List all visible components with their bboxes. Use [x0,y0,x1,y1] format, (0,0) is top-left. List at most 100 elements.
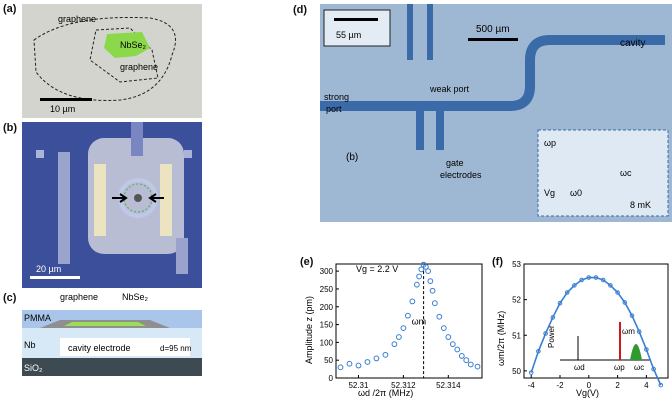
panel-c-cross-section: PMMA graphene NbSe₂ Nb cavity electrode … [22,292,202,376]
strong-port-label-2: port [326,104,342,114]
x-tick-label-f: 2 [615,381,620,390]
inset-scalebar-label: 55 µm [336,30,361,40]
panel-e: Vg = 2.2 V ωd /2π (MHz) Amplitude z (pm)… [298,256,488,401]
chart-e: Vg = 2.2 V ωd /2π (MHz) Amplitude z (pm)… [304,261,483,398]
data-point-f [636,329,642,334]
scalebar-d-label: 500 µm [476,24,510,35]
graphene-label-top: graphene [58,14,96,24]
data-point-e [458,353,465,359]
panel-label-d: (d) [293,4,308,16]
data-point-f [658,382,664,388]
plot-frame-f [523,263,669,379]
data-point-f [550,315,556,320]
data-point-e [463,357,470,364]
data-point-f [543,331,548,336]
weak-port-label: weak port [429,84,470,94]
alignment-mark-left [36,150,44,158]
data-point-e [346,360,353,367]
data-point-f [651,366,656,372]
scalebar-b [30,276,80,279]
data-point-f [629,313,635,318]
y-label-e: Amplitude z (pm) [304,296,314,364]
data-point-f [564,290,570,295]
data-point-e [400,325,407,332]
data-point-f [644,347,649,352]
strong-port-label-1: strong [324,92,349,102]
y-tick-label-f: 53 [512,260,521,269]
data-point-f [557,300,563,306]
drum-center [134,194,142,202]
data-point-e [382,351,389,358]
y-tick-label-f: 50 [512,367,521,376]
x-label-e: ωd /2π (MHz) [358,388,413,398]
data-point-e [409,298,416,305]
x-tick-label-f: 4 [644,381,649,390]
scalebar-a-label: 10 µm [50,104,75,114]
contact-pad-right [160,164,172,236]
data-point-f [579,277,584,283]
data-point-e [427,278,434,285]
data-point-e [454,346,461,353]
data-point-e [364,359,371,365]
circuit-wc-label: ωc [620,168,632,178]
panel-d: 55 µm 500 µm cavity weak port strong por… [290,0,672,225]
plot-frame-e [335,263,483,379]
sio2-layer [22,358,202,376]
data-point-e [395,334,402,340]
x-tick-label-f: -4 [528,381,536,390]
cavity-electrode-label: cavity electrode [68,343,131,353]
gate-label-2: electrodes [440,170,482,180]
y-tick-label-e: 200 [320,303,334,312]
chart-f-inset: Power ωd ωp ωc ωm [547,322,650,372]
data-point-f [586,275,592,280]
y-tick-label-e: 100 [320,338,334,347]
graphene-outline-outer [33,17,176,101]
data-point-e [467,361,474,368]
data-point-e [418,266,425,273]
contact-pad-left [94,164,106,236]
x-tick-label-e: 52.314 [436,381,461,390]
b-reference-label: (b) [346,152,358,163]
x-tick-label-f: 0 [587,381,592,390]
circuit-vg-label: Vg [544,188,555,198]
electrode-strip-right [176,238,188,274]
inset-scalebar [334,18,378,21]
x-label-f: Vg(V) [576,388,599,398]
y-tick-label-e: 300 [320,267,334,276]
panel-label-f: (f) [492,256,503,268]
nbse2-label-c: NbSe₂ [122,292,149,302]
y-tick-label-e: 0 [329,374,334,383]
data-point-e [425,268,431,275]
sio2-label: SiO₂ [24,363,43,373]
y-tick-label-e: 150 [320,321,334,330]
x-tick-label-e: 52.312 [391,381,416,390]
inset-wd-label: ωd [574,363,585,372]
circuit-w0-label: ω0 [570,188,582,198]
panel-d-device-image: 55 µm 500 µm cavity weak port strong por… [320,4,672,222]
data-point-e [337,364,344,371]
panel-label-c: (c) [3,292,17,304]
panel-label-b: (b) [3,122,18,134]
cavity-label: cavity [620,38,646,49]
data-point-e [449,341,456,348]
data-point-e [422,263,429,270]
data-point-e [440,325,447,332]
scalebar-a [40,98,92,101]
panel-label-a: (a) [3,3,17,15]
arrow-right [148,193,164,203]
nbse2-layer [64,322,146,326]
vg-annotation-e: Vg = 2.2 V [356,264,398,274]
data-point-f [622,300,628,305]
panel-a: NbSe₂ graphene graphene 10 µm (a) [0,0,205,118]
inset-power-label: Power [547,325,556,348]
data-point-e [416,273,423,280]
graphene-label-c: graphene [60,292,98,302]
inset-peak-wc [630,344,642,360]
y-label-f: ωm/2π (MHz) [496,311,506,366]
y-tick-label-e: 50 [324,356,333,365]
transmission-line [320,35,665,111]
gate-electrode-lines [416,106,444,150]
data-point-e [404,312,411,319]
fit-line-f [530,276,662,386]
